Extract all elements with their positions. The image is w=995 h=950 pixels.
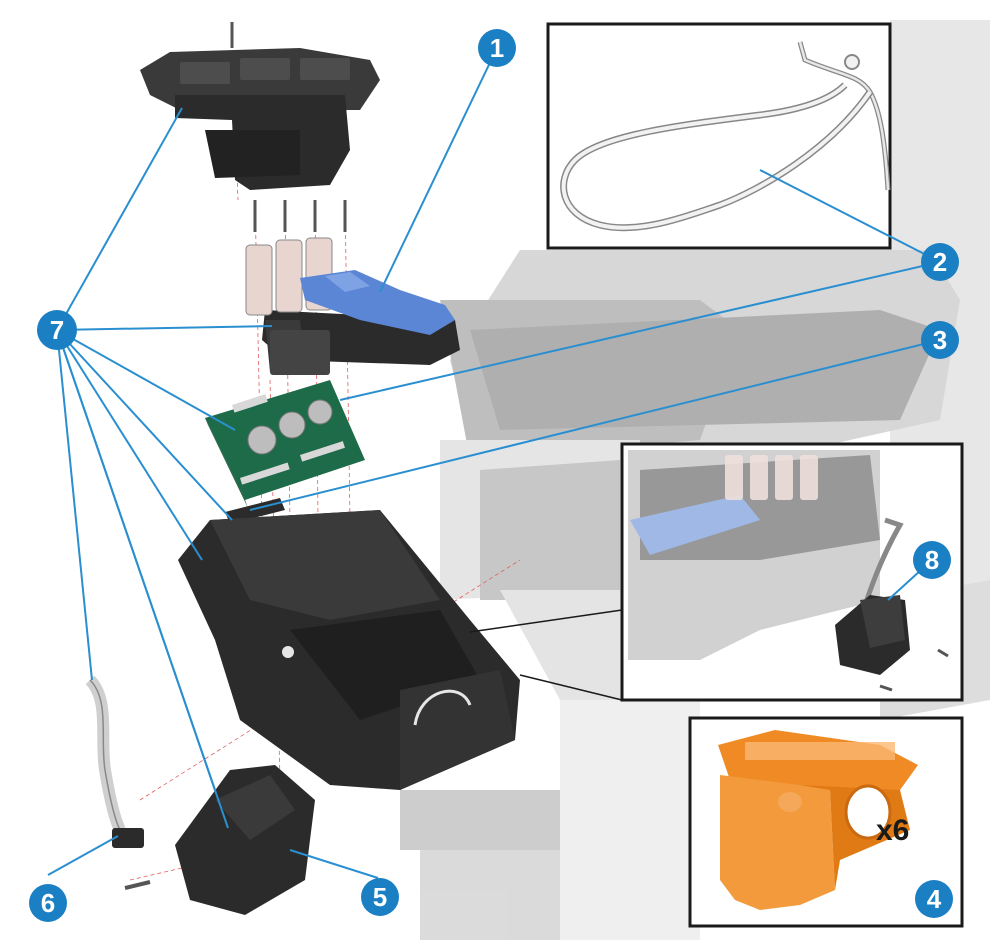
callout-6: 6	[29, 884, 67, 922]
callout-4-label: 4	[927, 884, 942, 914]
callout-leader-lines	[47, 47, 941, 879]
callout-1: 1	[478, 29, 516, 67]
callout-2: 2	[921, 243, 959, 281]
callout-5: 5	[361, 878, 399, 916]
top-cover-part	[140, 22, 380, 190]
inset-connector-lines	[469, 609, 623, 701]
bottom-cover-part	[124, 765, 315, 915]
callout-8-label: 8	[925, 545, 939, 575]
quantity-label: x6	[876, 814, 909, 847]
main-housing-part	[178, 510, 520, 790]
pcb-board-part	[205, 380, 365, 508]
ribbon-cable-part	[85, 675, 144, 848]
callout-3-label: 3	[933, 325, 947, 355]
callout-2-label: 2	[933, 247, 947, 277]
callout-4: 4	[915, 880, 953, 918]
callout-8: 8	[913, 541, 951, 579]
callout-1-label: 1	[490, 33, 504, 63]
inset-belt-panel	[546, 22, 892, 250]
callout-7-label: 7	[50, 315, 64, 345]
carriage-assembly-part	[245, 237, 460, 375]
callout-6-label: 6	[41, 888, 55, 918]
callout-3: 3	[921, 321, 959, 359]
inset-carriage-detail-panel	[620, 442, 964, 702]
callout-7: 7	[37, 310, 77, 350]
callout-5-label: 5	[373, 882, 387, 912]
screws	[253, 200, 347, 232]
